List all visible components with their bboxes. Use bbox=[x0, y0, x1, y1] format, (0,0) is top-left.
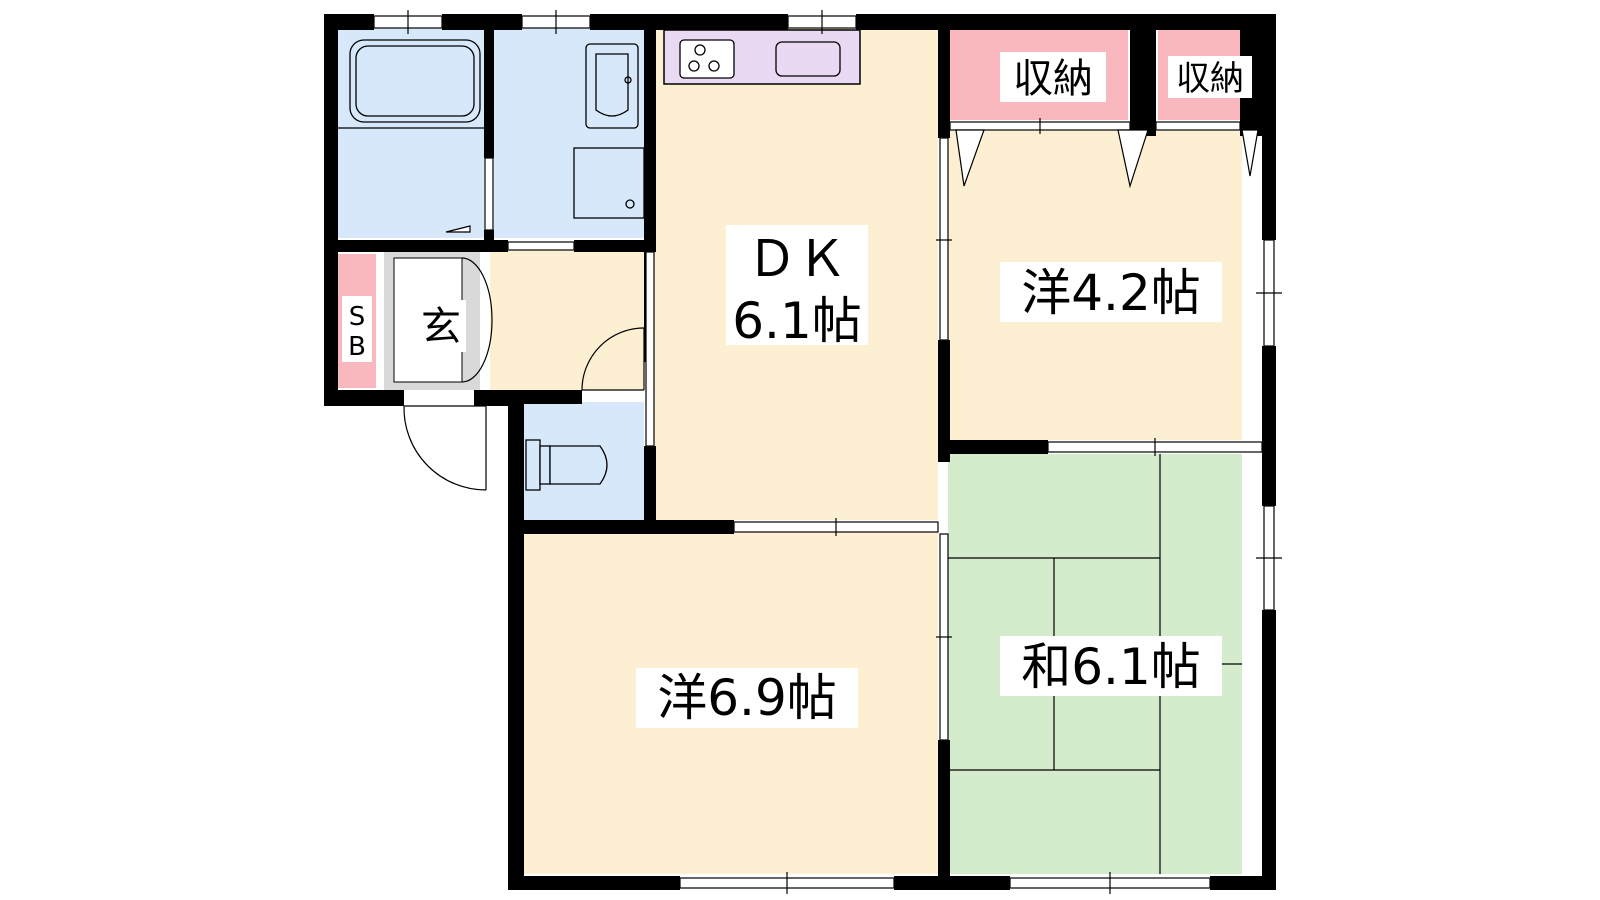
toilet-bowl bbox=[549, 445, 608, 485]
windows bbox=[373, 10, 1282, 894]
hall-floor bbox=[490, 250, 644, 390]
labels: ＤＫ 6.1帖 洋4.2帖 洋6.9帖 和6.1帖 玄 S B 収納 収納 bbox=[342, 52, 1252, 728]
closet-door-marks bbox=[445, 129, 1259, 233]
toilet-tank bbox=[525, 439, 541, 491]
swing-doors bbox=[403, 257, 645, 491]
entrance-label: 玄 bbox=[421, 304, 461, 350]
western-large-label: 洋6.9帖 bbox=[657, 669, 837, 727]
western-small-label: 洋4.2帖 bbox=[1021, 264, 1201, 322]
dk-name-label: ＤＫ bbox=[747, 230, 847, 288]
fixtures bbox=[338, 39, 841, 491]
stove bbox=[679, 39, 735, 79]
sliding-doors bbox=[484, 118, 1263, 741]
kitchen-sink bbox=[775, 41, 841, 77]
storage-a-label: 収納 bbox=[1013, 56, 1093, 102]
wash-basin bbox=[585, 43, 639, 129]
shoebox-label-bottom: B bbox=[348, 332, 366, 362]
shoebox-label-top: S bbox=[349, 302, 366, 332]
washing-machine-pan bbox=[573, 147, 645, 219]
bathtub bbox=[349, 39, 481, 123]
dk-size-label: 6.1帖 bbox=[732, 292, 862, 350]
japanese-label: 和6.1帖 bbox=[1021, 638, 1201, 696]
storage-b-label: 収納 bbox=[1176, 59, 1244, 99]
